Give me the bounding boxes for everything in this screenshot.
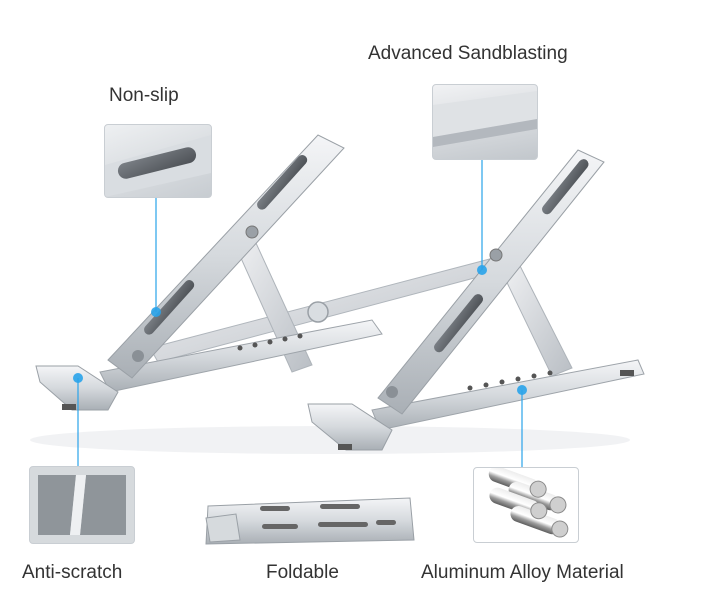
anti-scratch-inset [29,466,135,544]
right-arm-pad-top [542,159,589,215]
left-foot [35,365,119,411]
callout-dot-non-slip [151,307,161,317]
left-arm-pad-bottom [144,280,195,335]
callout-dot-aluminum [517,385,527,395]
sandblasting-label: Advanced Sandblasting [368,43,568,64]
left-arm [107,134,345,379]
sandblasting-inset [432,84,538,160]
right-hinge [489,248,503,262]
foldable-label: Foldable [266,562,339,583]
callout-dot-anti-scratch [73,373,83,383]
right-arm-pad-bottom [434,294,484,353]
left-arm-pad-top [257,155,308,210]
center-pivot [307,301,329,323]
left-hinge [245,225,259,239]
callout-dot-sandblasting [477,265,487,275]
floor-shadow [30,426,630,454]
anti-scratch-label: Anti-scratch [22,562,123,583]
right-foot [307,403,393,451]
non-slip-label: Non-slip [109,85,179,106]
aluminum-inset [473,467,579,543]
non-slip-inset [104,124,212,198]
aluminum-label: Aluminum Alloy Material [421,562,624,583]
